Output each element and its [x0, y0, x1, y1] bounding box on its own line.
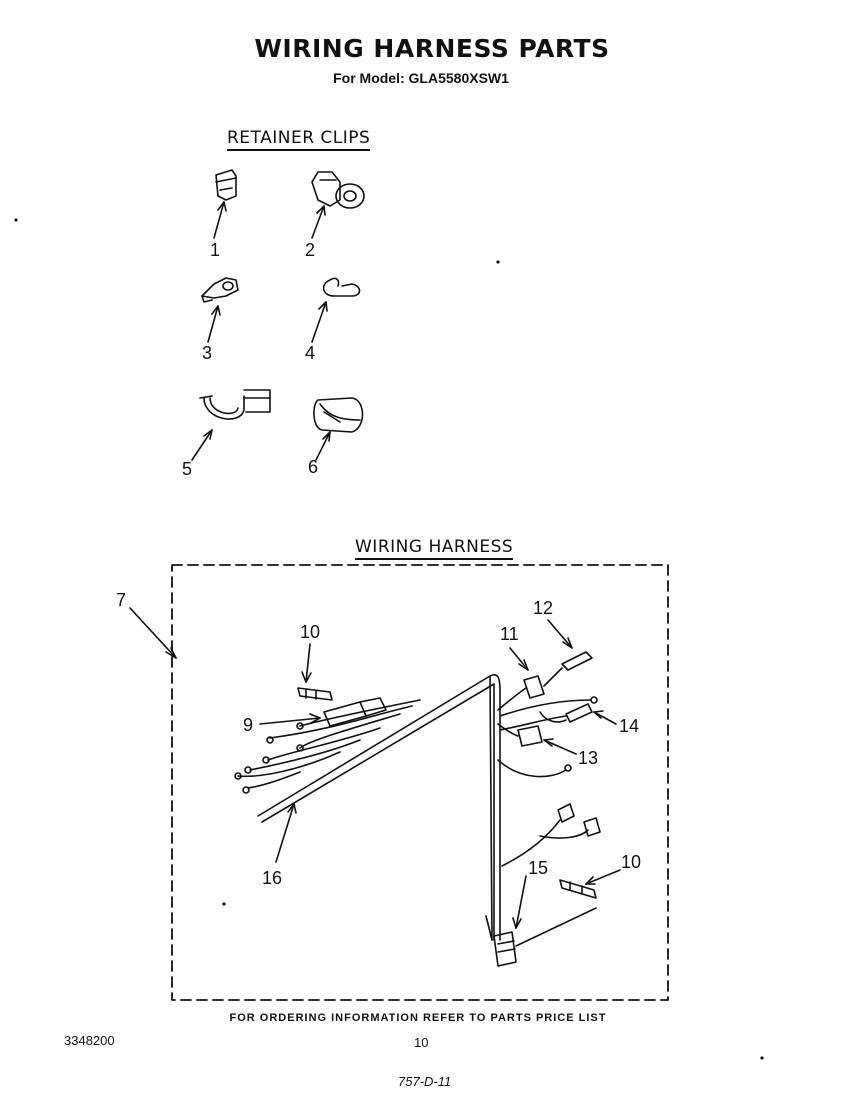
model-subtitle: For Model: GLA5580XSW1	[333, 70, 509, 86]
callout-16: 16	[262, 868, 282, 888]
callout-10-bottom: 10	[621, 852, 641, 872]
callout-14: 14	[619, 716, 639, 736]
callout-13: 13	[578, 748, 598, 768]
arrow-2	[311, 205, 325, 239]
arrow-16	[275, 803, 295, 863]
callout-1: 1	[210, 240, 220, 260]
connector-block-9	[323, 697, 387, 727]
harness-left-branches	[234, 699, 421, 794]
ordering-note: FOR ORDERING INFORMATION REFER TO PARTS …	[229, 1012, 607, 1024]
terminal-14	[499, 696, 598, 731]
page-number: 10	[414, 1035, 429, 1050]
arrow-1	[213, 201, 225, 239]
arrow-12	[547, 619, 573, 649]
lower-right-connectors	[501, 803, 601, 867]
arrow-9	[259, 717, 321, 725]
retainer-clip-3-part	[201, 277, 239, 303]
arrow-6	[315, 431, 331, 461]
callout-5: 5	[182, 459, 192, 479]
connector-11	[497, 675, 545, 711]
arrow-11	[509, 647, 529, 671]
retainer-clip-4-part	[322, 277, 361, 297]
part-number: 3348200	[64, 1033, 115, 1048]
connector-15	[493, 907, 597, 967]
retainer-clip-6-part	[313, 397, 364, 433]
terminal-12	[543, 651, 593, 687]
retainer-clip-1-part	[215, 169, 237, 201]
terminal-10-bottom	[559, 879, 597, 899]
arrow-10-top	[305, 643, 311, 683]
page-title: WIRING HARNESS PARTS	[254, 34, 610, 63]
callout-9: 9	[243, 715, 253, 735]
arrow-4	[311, 301, 327, 343]
terminal-10-top	[297, 687, 333, 701]
callout-7: 7	[116, 590, 126, 610]
wiring-harness-heading: WIRING HARNESS	[355, 537, 514, 560]
arrow-7	[129, 607, 177, 659]
arrow-10-bottom	[585, 869, 621, 885]
harness-boundary-box	[171, 564, 669, 1001]
arrow-3	[207, 305, 219, 343]
retainer-clip-2-part	[311, 171, 365, 209]
callout-11: 11	[500, 624, 519, 644]
arrow-14	[593, 711, 617, 725]
retainer-clip-5-part	[199, 389, 271, 420]
drawing-code: 757-D-11	[398, 1074, 452, 1089]
arrow-13	[543, 739, 577, 755]
callout-4: 4	[305, 343, 315, 363]
connector-13	[497, 723, 572, 778]
callout-12: 12	[533, 598, 553, 618]
callout-2: 2	[305, 240, 315, 260]
callout-6: 6	[308, 457, 318, 477]
arrow-15	[515, 875, 527, 929]
retainer-clips-heading: RETAINER CLIPS	[227, 128, 371, 151]
callout-3: 3	[202, 343, 212, 363]
arrow-5	[191, 429, 213, 461]
callout-10-top: 10	[300, 622, 320, 642]
callout-15: 15	[528, 858, 548, 878]
harness-trunk	[257, 674, 501, 941]
